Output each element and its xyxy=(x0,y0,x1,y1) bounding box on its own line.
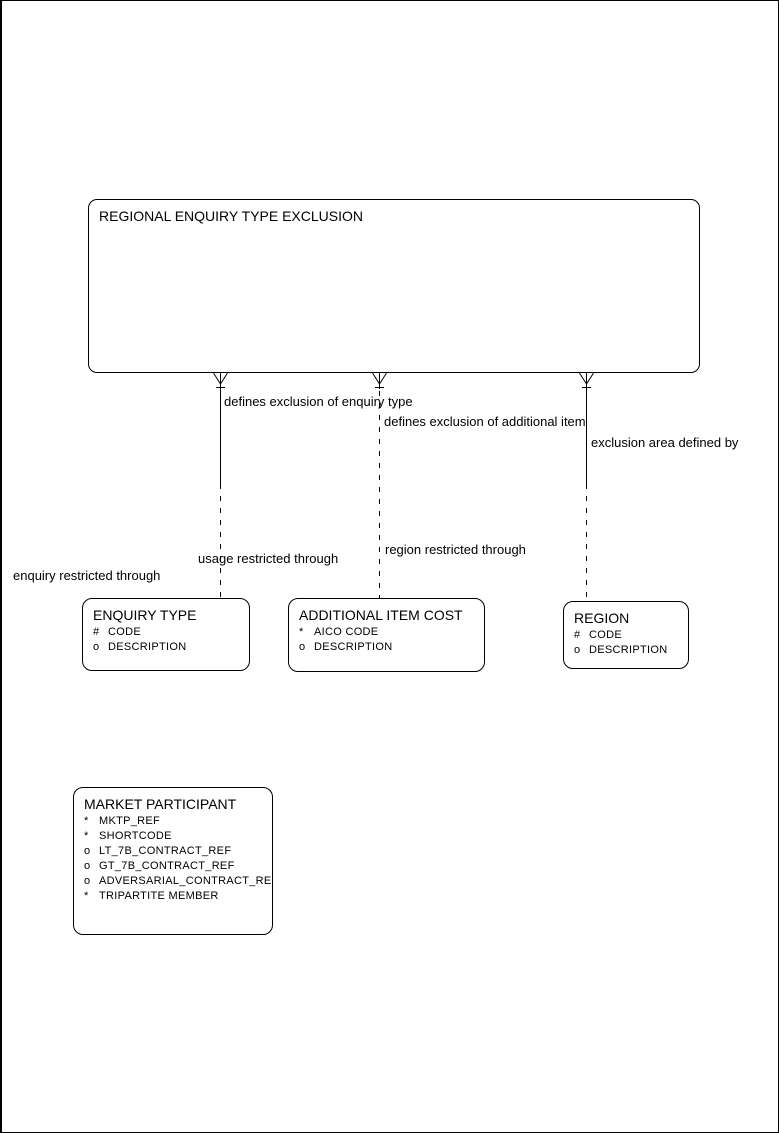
entity-title: ENQUIRY TYPE xyxy=(93,607,197,623)
attribute-list: * AICO CODE o DESCRIPTION xyxy=(289,624,484,655)
crow-foot-icon xyxy=(579,372,587,385)
attribute-prefix: * xyxy=(84,815,89,827)
connector-exclusion-area-defined-by[interactable] xyxy=(579,372,594,601)
attribute-prefix: o xyxy=(84,860,91,872)
attribute-list: # CODE o DESCRIPTION xyxy=(564,627,688,658)
attribute-row: o DESCRIPTION xyxy=(299,640,484,655)
attribute-name: SHORTCODE xyxy=(99,830,172,842)
attribute-row: * MKTP_REF xyxy=(84,814,272,829)
connector-defines-exclusion-of-enquiry-type[interactable] xyxy=(213,372,228,598)
attribute-list: # CODE o DESCRIPTION xyxy=(83,624,249,655)
attribute-row: * AICO CODE xyxy=(299,625,484,640)
attribute-row: o ADVERSARIAL_CONTRACT_REF xyxy=(84,874,272,889)
attribute-prefix: * xyxy=(84,830,89,842)
crow-foot-icon xyxy=(586,372,594,385)
attribute-prefix: o xyxy=(299,641,306,653)
attribute-name: CODE xyxy=(108,626,141,638)
entity-regional-enquiry-type-exclusion[interactable]: REGIONAL ENQUIRY TYPE EXCLUSION xyxy=(88,199,700,373)
crow-foot-icon xyxy=(379,372,387,385)
attribute-prefix: o xyxy=(84,845,91,857)
relationship-label-defines-exclusion-of-additional-item: defines exclusion of additional item xyxy=(384,414,586,429)
relationship-label-enquiry-restricted-through: enquiry restricted through xyxy=(13,568,161,583)
attribute-name: GT_7B_CONTRACT_REF xyxy=(99,860,235,872)
crow-foot-icon xyxy=(220,372,228,385)
attribute-name: DESCRIPTION xyxy=(314,641,393,653)
attribute-row: * TRIPARTITE MEMBER xyxy=(84,889,272,904)
attribute-row: o DESCRIPTION xyxy=(574,643,688,658)
attribute-name: DESCRIPTION xyxy=(589,644,668,656)
attribute-name: TRIPARTITE MEMBER xyxy=(99,890,219,902)
attribute-name: LT_7B_CONTRACT_REF xyxy=(99,845,232,857)
attribute-prefix: o xyxy=(574,644,581,656)
entity-title: REGIONAL ENQUIRY TYPE EXCLUSION xyxy=(99,208,364,224)
entity-market-participant[interactable]: MARKET PARTICIPANT * MKTP_REF * SHORTCODE … xyxy=(73,787,273,935)
attribute-prefix: # xyxy=(574,629,581,641)
attribute-row: * SHORTCODE xyxy=(84,829,272,844)
relationship-label-usage-restricted-through: usage restricted through xyxy=(198,551,339,566)
entity-title: ADDITIONAL ITEM COST xyxy=(299,607,463,623)
relationship-label-exclusion-area-defined-by: exclusion area defined by xyxy=(591,435,739,450)
attribute-prefix: # xyxy=(93,626,100,638)
attribute-row: o GT_7B_CONTRACT_REF xyxy=(84,859,272,874)
attribute-name: DESCRIPTION xyxy=(108,641,187,653)
attribute-prefix: * xyxy=(84,890,89,902)
entity-additional-item-cost[interactable]: ADDITIONAL ITEM COST * AICO CODE o DESCRIP… xyxy=(288,598,485,672)
attribute-list: * MKTP_REF * SHORTCODE o LT_7B_CONTRACT_REF… xyxy=(74,813,272,904)
relationship-label-defines-exclusion-of-enquiry-type: defines exclusion of enquiry type xyxy=(224,394,413,409)
entity-title: MARKET PARTICIPANT xyxy=(84,796,237,812)
entity-title: REGION xyxy=(574,610,630,626)
attribute-prefix: o xyxy=(84,875,91,887)
entity-region[interactable]: REGION # CODE o DESCRIPTION xyxy=(563,601,689,669)
attribute-row: o DESCRIPTION xyxy=(93,640,249,655)
attribute-row: # CODE xyxy=(93,625,249,640)
attribute-name: AICO CODE xyxy=(314,626,379,638)
crow-foot-icon xyxy=(372,372,380,385)
entity-enquiry-type[interactable]: ENQUIRY TYPE # CODE o DESCRIPTION xyxy=(82,598,250,671)
attribute-row: # CODE xyxy=(574,628,688,643)
attribute-row: o LT_7B_CONTRACT_REF xyxy=(84,844,272,859)
attribute-name: CODE xyxy=(589,629,622,641)
connector-defines-exclusion-of-additional-item[interactable] xyxy=(372,372,387,598)
relationship-label-region-restricted-through: region restricted through xyxy=(385,542,526,557)
attribute-name: MKTP_REF xyxy=(99,815,161,827)
attribute-prefix: * xyxy=(299,626,304,638)
attribute-prefix: o xyxy=(93,641,100,653)
crow-foot-icon xyxy=(213,372,221,385)
attribute-name: ADVERSARIAL_CONTRACT_REF xyxy=(99,875,273,887)
